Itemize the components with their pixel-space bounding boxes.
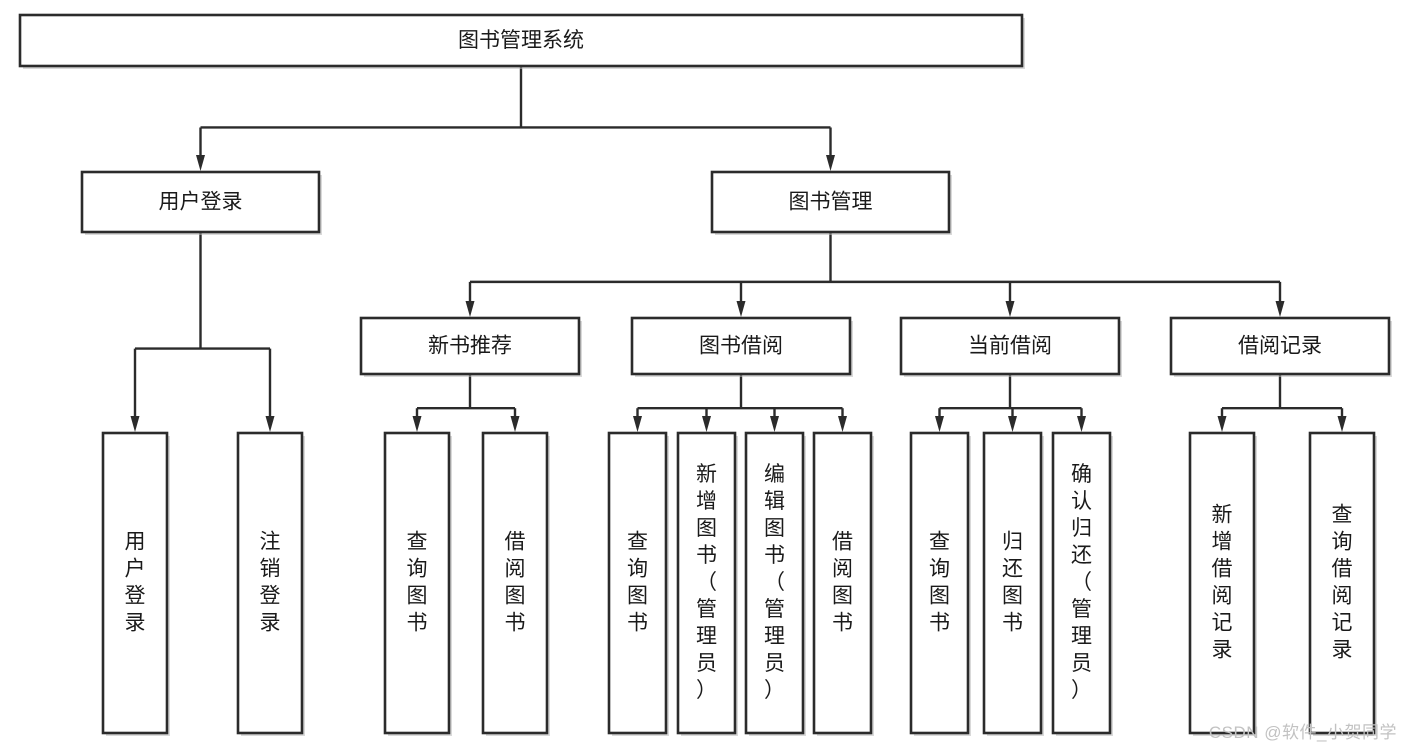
node-box[interactable] [982,431,1043,735]
arrow-head-icon [1077,416,1086,432]
node-label: 注销登录 [260,530,281,634]
node-box[interactable] [80,170,321,234]
arrow-head-icon [935,416,944,432]
node-leaf-return-book[interactable]: 归还图书 [982,431,1044,736]
node-box[interactable] [359,316,581,376]
arrow-head-icon [702,416,711,432]
arrow-head-icon [1008,416,1017,432]
arrow-head-icon [196,155,205,171]
node-leaf-borrow-book-2[interactable]: 借阅图书 [812,431,874,736]
node-box[interactable] [383,431,451,735]
node-leaf-logout[interactable]: 注销登录 [236,431,305,736]
watermark-text: CSDN @软件_小贺同学 [1208,723,1397,742]
node-leaf-query-book-1[interactable]: 查询图书 [383,431,452,736]
node-label: 编辑图书（管理员） [764,463,785,702]
edge-group-new-book-recommend [412,374,520,432]
node-leaf-add-record[interactable]: 新增借阅记录 [1188,431,1257,736]
node-box[interactable] [1051,431,1112,735]
node-box[interactable] [236,431,304,735]
node-label: 新书推荐 [428,335,512,358]
node-leaf-borrow-book-1[interactable]: 借阅图书 [481,431,550,736]
node-leaf-query-book-2[interactable]: 查询图书 [607,431,669,736]
node-label: 用户登录 [125,530,146,634]
node-box[interactable] [676,431,737,735]
node-label: 查询借阅记录 [1332,503,1353,661]
node-leaf-query-record[interactable]: 查询借阅记录 [1308,431,1377,736]
arrow-head-icon [1005,301,1015,317]
node-box[interactable] [899,316,1121,376]
node-label: 当前借阅 [968,335,1052,358]
edge-group-current-borrow [935,374,1086,432]
node-new-book-recommend[interactable]: 新书推荐 [359,316,582,377]
node-book-borrow[interactable]: 图书借阅 [630,316,853,377]
node-current-borrow[interactable]: 当前借阅 [899,316,1122,377]
node-box[interactable] [812,431,873,735]
arrow-head-icon [265,416,275,432]
edge-group-borrow-record [1217,374,1347,432]
node-leaf-edit-book[interactable]: 编辑图书（管理员） [744,431,806,736]
node-leaf-add-book[interactable]: 新增图书（管理员） [676,431,738,736]
node-box[interactable] [1169,316,1391,376]
node-label: 用户登录 [159,191,243,214]
node-box[interactable] [481,431,549,735]
node-leaf-user-login[interactable]: 用户登录 [101,431,170,736]
node-leaf-confirm-return[interactable]: 确认归还（管理员） [1051,431,1113,736]
node-label: 图书管理 [789,191,873,214]
edge-group-user-login [130,232,275,432]
node-label: 新增借阅记录 [1212,503,1233,661]
node-box[interactable] [909,431,970,735]
arrow-head-icon [510,416,520,432]
arrow-head-icon [412,416,422,432]
arrow-head-icon [633,416,642,432]
arrow-head-icon [1275,301,1285,317]
arrow-head-icon [465,301,475,317]
node-box[interactable] [1308,431,1376,735]
node-label: 借阅记录 [1238,335,1322,358]
node-box[interactable] [18,13,1024,68]
node-book-manage[interactable]: 图书管理 [710,170,952,235]
edge-group-book-manage [465,232,1285,317]
node-borrow-record[interactable]: 借阅记录 [1169,316,1392,377]
node-box[interactable] [101,431,169,735]
node-label: 确认归还（管理员） [1071,463,1092,702]
node-box[interactable] [744,431,805,735]
arrow-head-icon [736,301,746,317]
arrow-head-icon [826,155,835,171]
node-label: 借阅图书 [832,530,853,634]
node-box[interactable] [607,431,668,735]
node-label: 查询图书 [929,530,950,634]
node-label: 查询图书 [627,530,648,634]
node-user-login[interactable]: 用户登录 [80,170,322,235]
arrow-head-icon [838,416,847,432]
node-layer: 图书管理系统用户登录图书管理新书推荐图书借阅当前借阅借阅记录用户登录注销登录查询… [18,13,1392,736]
edge-group-root [196,66,835,171]
node-label: 图书借阅 [699,335,783,358]
connector-layer [130,66,1347,432]
node-label: 图书管理系统 [458,29,584,52]
arrow-head-icon [1217,416,1227,432]
arrow-head-icon [770,416,779,432]
node-label: 归还图书 [1002,530,1023,634]
arrow-head-icon [1337,416,1347,432]
arrow-head-icon [130,416,140,432]
edge-group-book-borrow [633,374,847,432]
node-label: 查询图书 [407,530,428,634]
node-label: 新增图书（管理员） [696,463,717,702]
node-box[interactable] [710,170,951,234]
node-box[interactable] [1188,431,1256,735]
node-box[interactable] [630,316,852,376]
node-leaf-query-book-3[interactable]: 查询图书 [909,431,971,736]
node-label: 借阅图书 [505,530,526,634]
node-root[interactable]: 图书管理系统 [18,13,1025,69]
